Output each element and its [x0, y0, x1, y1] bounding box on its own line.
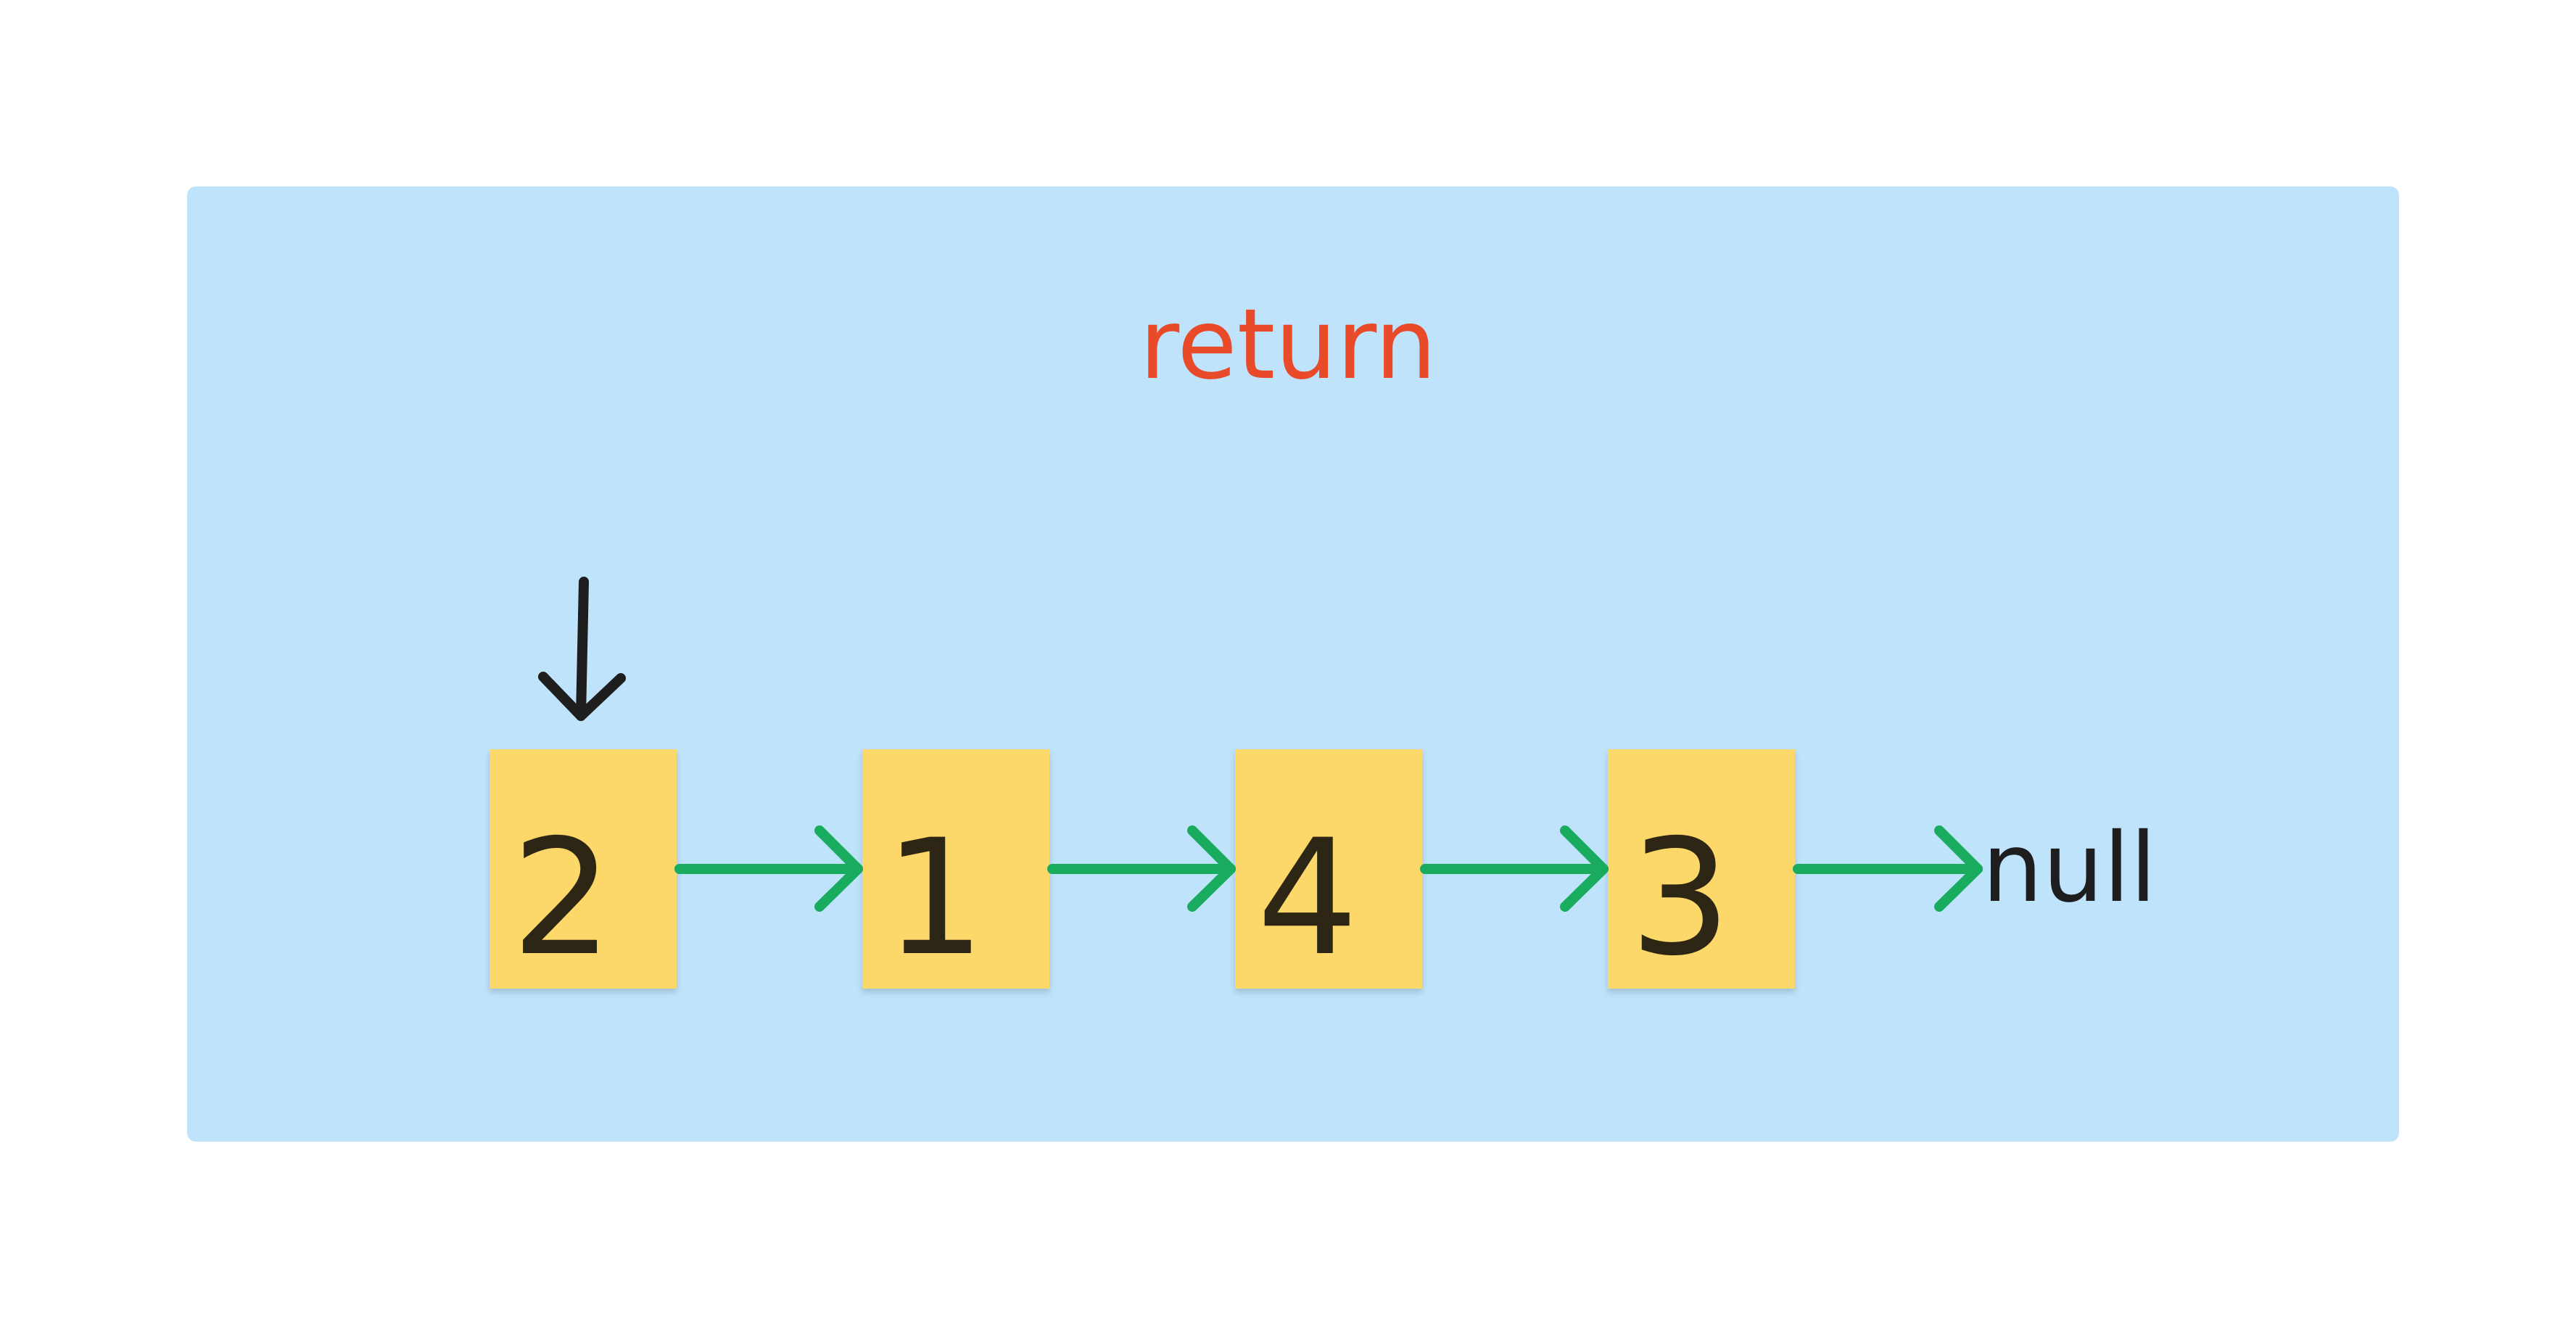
- list-node-4: 3: [1608, 749, 1795, 989]
- node-value: 3: [1630, 805, 1731, 991]
- node-value: 1: [884, 805, 986, 991]
- node-value: 2: [511, 805, 613, 991]
- list-node-2: 1: [862, 749, 1049, 989]
- null-label: null: [1982, 812, 2157, 924]
- list-node-3: 4: [1235, 749, 1422, 989]
- node-value: 4: [1257, 805, 1358, 991]
- list-node-1: 2: [490, 749, 677, 989]
- diagram-title: return: [1139, 288, 1437, 401]
